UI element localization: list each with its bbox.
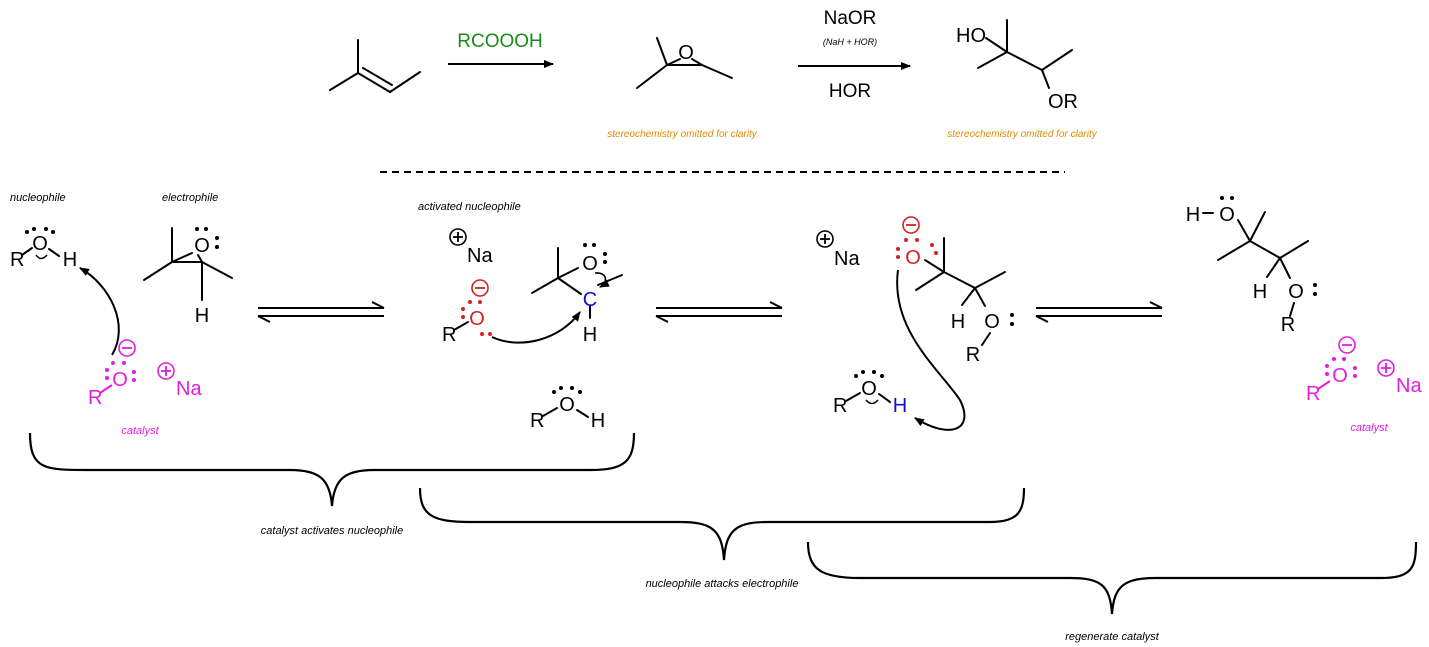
catalyst-o: O <box>112 369 128 391</box>
label-catalyst-2: catalyst <box>1350 422 1388 434</box>
sodium-cation-3: Na <box>816 230 860 270</box>
epoxidation-arrow: RCOOOH <box>448 31 554 68</box>
epoxide-2: O C H <box>531 243 623 346</box>
label-activated-nucleophile: activated nucleophile <box>418 201 521 213</box>
intermediate-o-minus: O <box>905 247 921 269</box>
diol-ether-product: HO OR <box>956 19 1078 113</box>
equilibrium-arrow-3 <box>1035 301 1163 323</box>
roh-o-2: O <box>559 394 575 416</box>
label-nucleophile: nucleophile <box>10 192 66 204</box>
solvent-hor: HOR <box>829 81 871 102</box>
epoxide-oxygen: O <box>678 42 694 64</box>
atom-r: R <box>10 249 24 271</box>
roh-r-2: R <box>530 410 544 432</box>
catalyst-alkoxide-2: R O Na <box>1306 336 1422 405</box>
label-catalyst-1: catalyst <box>121 425 159 437</box>
sodium-na-2: Na <box>467 245 493 267</box>
atom-h: H <box>63 249 77 271</box>
label-brace-1: catalyst activates nucleophile <box>261 525 403 537</box>
product-ho: HO <box>956 25 986 47</box>
epoxide-oxygen-2: O <box>582 253 598 275</box>
catalyst2-na: Na <box>1396 375 1422 397</box>
curved-arrow-attack <box>491 311 581 344</box>
alkoxide-activated: R O <box>442 279 492 346</box>
equilibrium-arrow-1 <box>257 301 385 323</box>
epoxide-carbon: C <box>583 289 597 311</box>
intermediate-o-ether: O <box>984 311 1000 333</box>
curved-arrow-protonation <box>896 269 966 431</box>
intermediate-h: H <box>951 311 965 333</box>
equilibrium-arrow-2 <box>655 301 783 323</box>
stereo-note-epoxide: stereochemistry omitted for clarity <box>607 129 757 140</box>
label-electrophile: electrophile <box>162 192 218 204</box>
sodium-na-3: Na <box>834 248 860 270</box>
electrophile-epoxide: O H <box>143 227 233 327</box>
catalyst2-r: R <box>1306 383 1320 405</box>
label-brace-2: nucleophile attacks electrophile <box>646 578 799 590</box>
alkoxide-o: O <box>469 308 485 330</box>
product-or: OR <box>1048 91 1078 113</box>
alkoxide-r: R <box>442 324 456 346</box>
catalyst-alkoxide-1: R O Na <box>88 339 202 409</box>
catalyst-r: R <box>88 387 102 409</box>
alcohol-roh-3: R O H <box>833 370 907 417</box>
intermediate-r: R <box>966 344 980 366</box>
brace-regenerate-catalyst <box>806 541 1418 615</box>
catalyst2-o: O <box>1332 365 1348 387</box>
catalyst-na: Na <box>176 378 202 400</box>
ring-opening-arrow: NaOR (NaH + HOR) HOR <box>798 8 911 102</box>
roh-h-3: H <box>893 395 907 417</box>
reagent-naor: NaOR <box>824 8 877 29</box>
roh-r-3: R <box>833 395 847 417</box>
reagent-nah-hor: (NaH + HOR) <box>823 37 877 47</box>
roh-o-3: O <box>861 378 877 400</box>
epoxide-oxygen-1: O <box>194 235 210 257</box>
sodium-cation-2: Na <box>449 228 493 267</box>
stereo-note-product: stereochemistry omitted for clarity <box>947 129 1097 140</box>
final-product: H O H O R <box>1186 196 1317 336</box>
epoxide-hydrogen-2: H <box>583 324 597 346</box>
final-h-left: H <box>1186 204 1200 226</box>
nucleophile-roh: R O H <box>10 227 77 271</box>
final-o-ether: O <box>1288 281 1304 303</box>
final-o-hydroxyl: O <box>1219 204 1235 226</box>
alcohol-roh-2: R O H <box>530 386 605 432</box>
brace-catalyst-activates <box>28 432 636 507</box>
final-r: R <box>1281 314 1295 336</box>
reagent-rcoooh: RCOOOH <box>457 31 543 52</box>
roh-h-2: H <box>591 410 605 432</box>
curved-arrow-deprotonation <box>79 267 120 356</box>
alkene-structure <box>329 39 421 93</box>
epoxide-structure: O <box>636 37 733 89</box>
alkoxide-intermediate: O H O R <box>896 216 1014 366</box>
brace-nucleophile-attacks <box>418 487 1026 561</box>
final-h: H <box>1253 281 1267 303</box>
atom-o: O <box>32 233 48 255</box>
label-brace-3: regenerate catalyst <box>1065 631 1159 643</box>
epoxide-hydrogen-1: H <box>195 305 209 327</box>
